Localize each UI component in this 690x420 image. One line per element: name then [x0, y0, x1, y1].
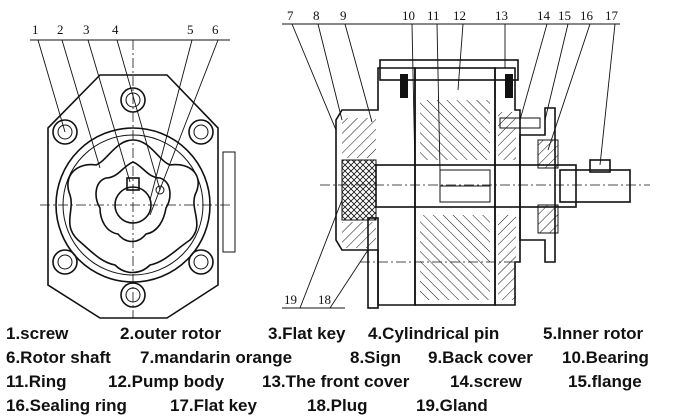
callout-12: 12 — [453, 8, 466, 23]
legend-item: 5.Inner rotor — [543, 324, 644, 343]
legend-item: 6.Rotor shaft — [6, 348, 111, 367]
legend-item: 13.The front cover — [262, 372, 410, 391]
rotor-shaft — [114, 186, 152, 224]
legend-item: 14.screw — [450, 372, 522, 391]
plug — [367, 217, 379, 309]
legend-item: 16.Sealing ring — [6, 396, 127, 415]
legend-row-2: 6.Rotor shaft 7.mandarin orange 8.Sign 9… — [0, 346, 690, 370]
callout-2: 2 — [57, 22, 64, 37]
legend-row-3: 11.Ring 12.Pump body 13.The front cover … — [0, 370, 690, 394]
gland — [341, 159, 377, 221]
right-callout-numbers: 7 8 9 10 11 12 13 14 15 16 17 — [287, 8, 619, 23]
rotor-shaft-section — [375, 164, 577, 208]
right-callout-leaders — [282, 23, 620, 171]
callout-17: 17 — [605, 8, 619, 23]
end-view — [40, 40, 236, 319]
legend-row-1: 1.screw 2.outer rotor 3.Flat key 4.Cylin… — [0, 322, 690, 346]
callout-4: 4 — [112, 22, 119, 37]
callout-14: 14 — [537, 8, 551, 23]
flat-key-section — [589, 159, 611, 173]
screw-holes — [52, 87, 214, 308]
callout-10: 10 — [402, 8, 415, 23]
callout-13: 13 — [495, 8, 508, 23]
outer-rotor-inner-ring — [62, 134, 204, 276]
flange — [519, 107, 556, 263]
callout-8: 8 — [313, 8, 320, 23]
ring — [400, 74, 408, 98]
callout-5: 5 — [187, 22, 194, 37]
inner-rotor — [95, 161, 171, 243]
pump-assembly-drawing: 1 2 3 4 5 6 — [30, 8, 650, 319]
flat-key — [126, 177, 140, 191]
callout-7: 7 — [287, 8, 294, 23]
callout-19: 19 — [284, 292, 297, 307]
pump-body-outline — [47, 74, 219, 319]
legend-item: 10.Bearing — [562, 348, 649, 367]
left-callout-leaders — [30, 39, 230, 216]
legend-item: 15.flange — [568, 372, 642, 391]
legend-item: 8.Sign — [350, 348, 402, 367]
legend-item: 17.Flat key — [170, 396, 257, 415]
callout-9: 9 — [340, 8, 347, 23]
section-view — [320, 59, 650, 309]
bottom-callouts: 19 18 — [282, 199, 369, 309]
legend-item: 9.Back cover — [428, 348, 533, 367]
left-callout-numbers: 1 2 3 4 5 6 — [32, 22, 219, 37]
callout-11: 11 — [427, 8, 440, 23]
legend-item: 7.mandarin orange — [140, 348, 293, 367]
callout-16: 16 — [580, 8, 594, 23]
legend-item: 18.Plug — [307, 396, 368, 415]
outer-rotor-lobes — [67, 139, 199, 274]
legend-item: 11.Ring — [6, 372, 67, 391]
outer-rotor-ring — [55, 127, 211, 283]
side-flange — [222, 151, 236, 253]
cylindrical-pin — [155, 185, 165, 195]
legend-row-4: 16.Sealing ring 17.Flat key 18.Plug 19.G… — [0, 394, 690, 418]
sealing-ring — [537, 139, 559, 169]
front-cover — [494, 67, 521, 306]
legend-item: 12.Pump body — [108, 372, 225, 391]
legend-item: 3.Flat key — [268, 324, 346, 343]
callout-6: 6 — [212, 22, 219, 37]
callout-18: 18 — [318, 292, 331, 307]
cylindrical-pin-top — [379, 59, 519, 81]
callout-3: 3 — [83, 22, 90, 37]
callout-15: 15 — [558, 8, 571, 23]
screw — [499, 117, 541, 129]
parts-legend: 1.screw 2.outer rotor 3.Flat key 4.Cylin… — [0, 320, 690, 420]
legend-item: 4.Cylindrical pin — [368, 324, 500, 343]
legend-item: 2.outer rotor — [120, 324, 222, 343]
callout-1: 1 — [32, 22, 39, 37]
legend-item: 19.Gland — [416, 396, 488, 415]
legend-item: 1.screw — [6, 324, 69, 343]
shaft-extension — [559, 169, 631, 203]
